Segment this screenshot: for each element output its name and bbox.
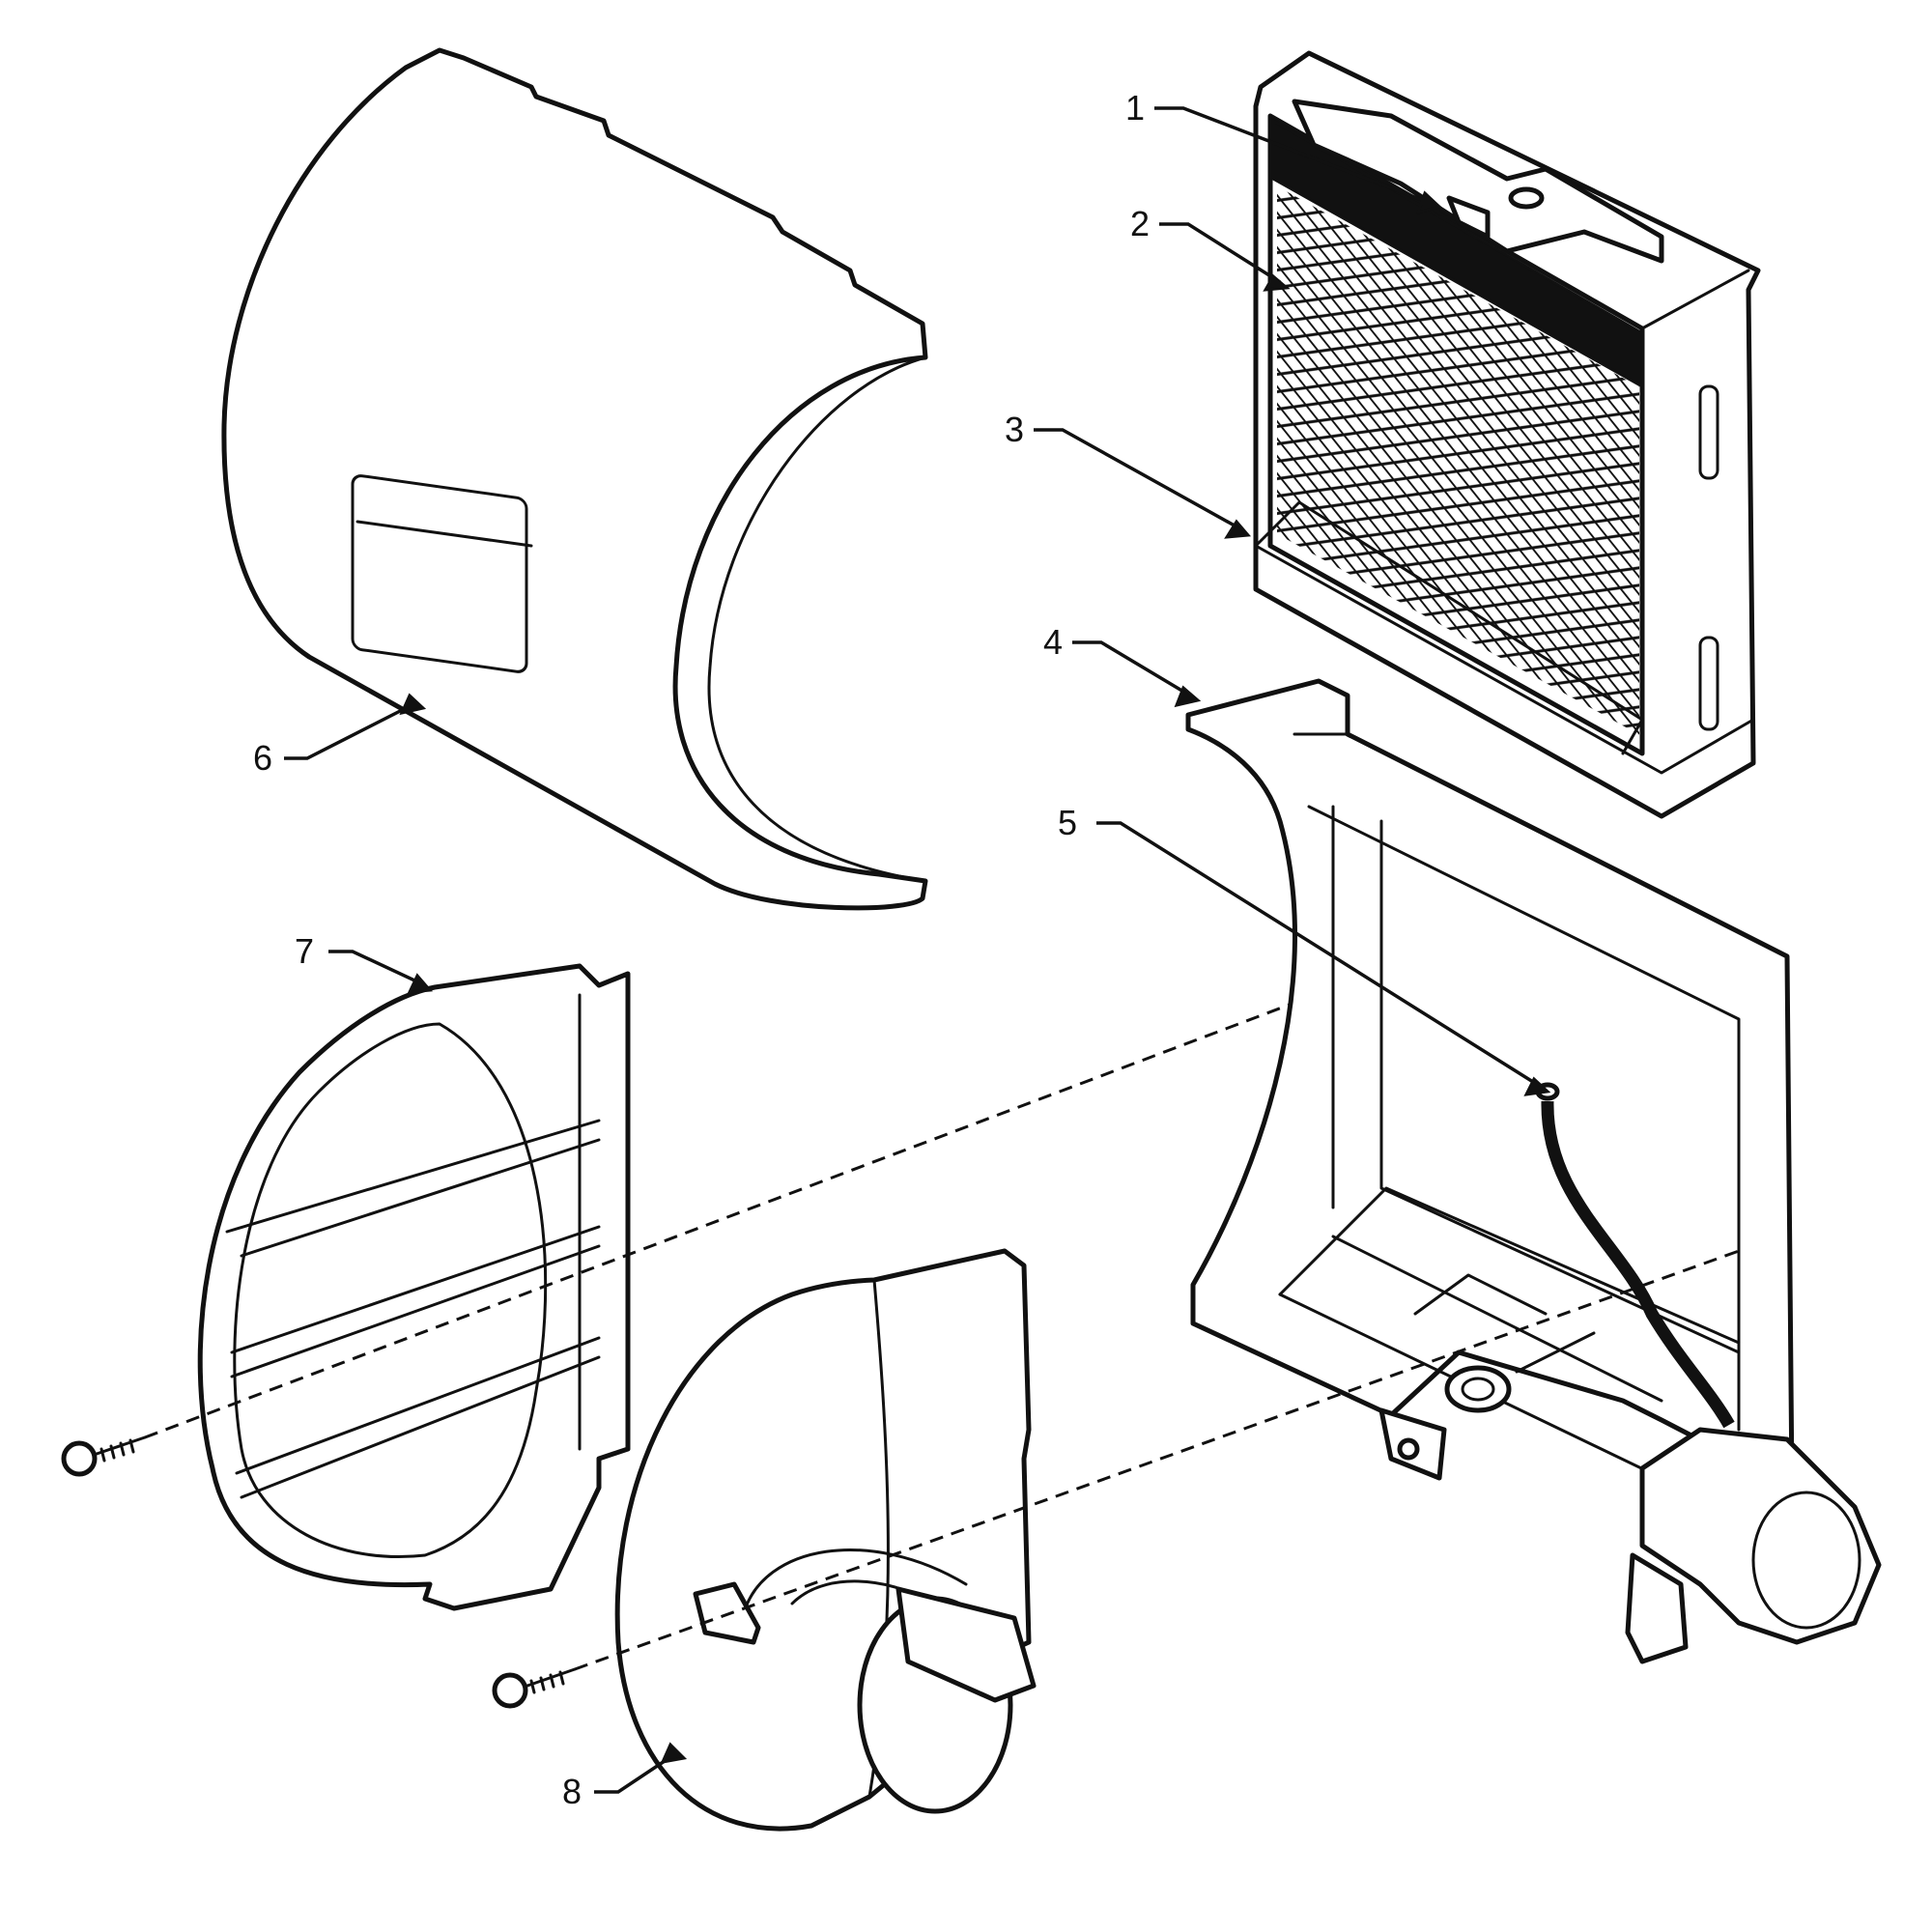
callout-8: 8: [562, 1772, 582, 1811]
callout-1: 1: [1125, 88, 1145, 128]
screw-icon: [492, 1667, 577, 1709]
clip-icon: [1292, 99, 1664, 264]
bypass-collar-icon: [614, 1248, 1037, 1832]
base-housing-icon: [1185, 678, 1882, 1664]
screw-icon: [61, 1435, 147, 1477]
leader-lines: [284, 106, 1551, 1794]
assembly-lines: [144, 1003, 1740, 1671]
callout-3: 3: [1005, 410, 1024, 449]
callout-2: 2: [1130, 204, 1150, 243]
cover-icon: [221, 47, 928, 911]
callout-5: 5: [1058, 803, 1077, 842]
callout-6: 6: [253, 738, 272, 778]
callout-4: 4: [1043, 622, 1063, 662]
callout-7: 7: [295, 931, 314, 971]
grille-panel-icon: [197, 963, 631, 1611]
